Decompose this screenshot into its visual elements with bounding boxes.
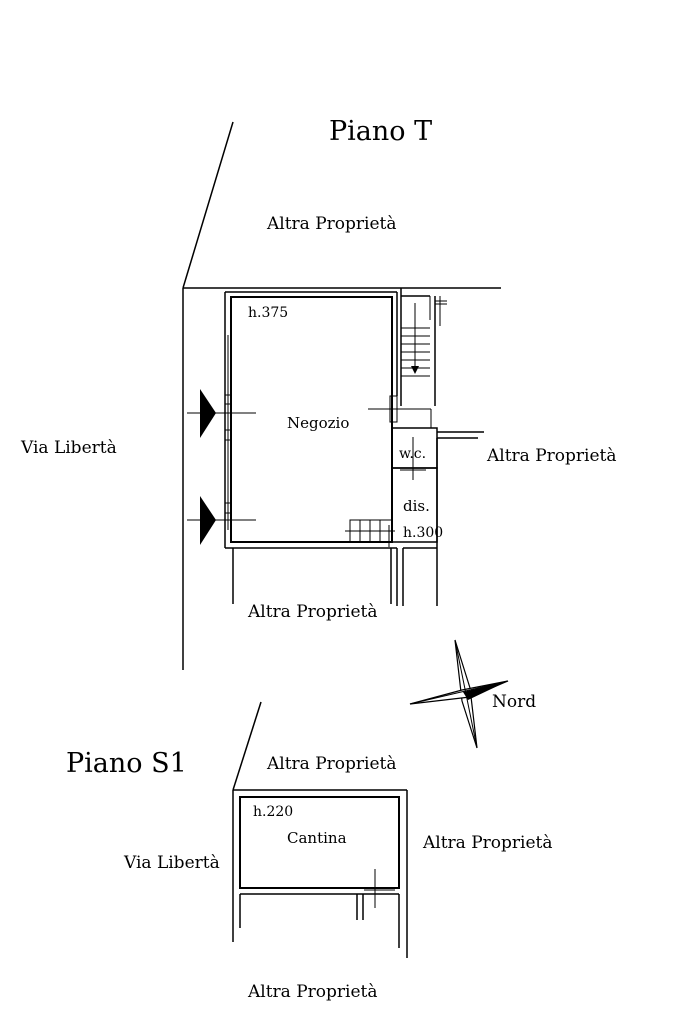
cellar-height-label: h.220 xyxy=(253,804,293,820)
north-label: Nord xyxy=(492,692,536,712)
north-arrow-icon xyxy=(409,639,509,749)
entrance-arrow-upper-icon xyxy=(187,389,256,438)
east-neighbor-label: Altra Proprietà xyxy=(486,446,616,466)
ground-floor-title: Piano T xyxy=(329,116,432,147)
basement-north-neighbor-label: Altra Proprietà xyxy=(266,754,396,774)
basement-street-label: Via Libertà xyxy=(123,853,220,873)
basement-boundary xyxy=(232,701,408,958)
basement-south-neighbor-label: Altra Proprietà xyxy=(247,982,377,1002)
basement-plan: Piano S1 Altra Proprietà Via Libertà Alt… xyxy=(66,701,552,1002)
shop-height-label: h.375 xyxy=(248,305,288,321)
basement-east-neighbor-label: Altra Proprietà xyxy=(422,833,552,853)
wc-label: w.c. xyxy=(399,446,426,462)
hall-height-label: h.300 xyxy=(403,525,443,541)
hall-label: dis. xyxy=(403,497,430,515)
shop-walls xyxy=(224,291,398,549)
shop-label: Negozio xyxy=(287,414,349,432)
ground-floor-plan: Piano T Altra Proprietà Via Libertà Altr… xyxy=(20,116,616,670)
ground-floor-boundary xyxy=(182,121,501,670)
entrance-arrow-lower-icon xyxy=(187,496,256,545)
cellar-walls xyxy=(239,796,400,948)
south-neighbor-walls xyxy=(232,548,392,604)
south-neighbor-label: Altra Proprietà xyxy=(247,602,377,622)
north-neighbor-label: Altra Proprietà xyxy=(266,214,396,234)
basement-title: Piano S1 xyxy=(66,748,187,779)
street-label: Via Libertà xyxy=(20,438,117,458)
stair-and-service-walls xyxy=(345,288,484,606)
cellar-label: Cantina xyxy=(287,829,347,847)
